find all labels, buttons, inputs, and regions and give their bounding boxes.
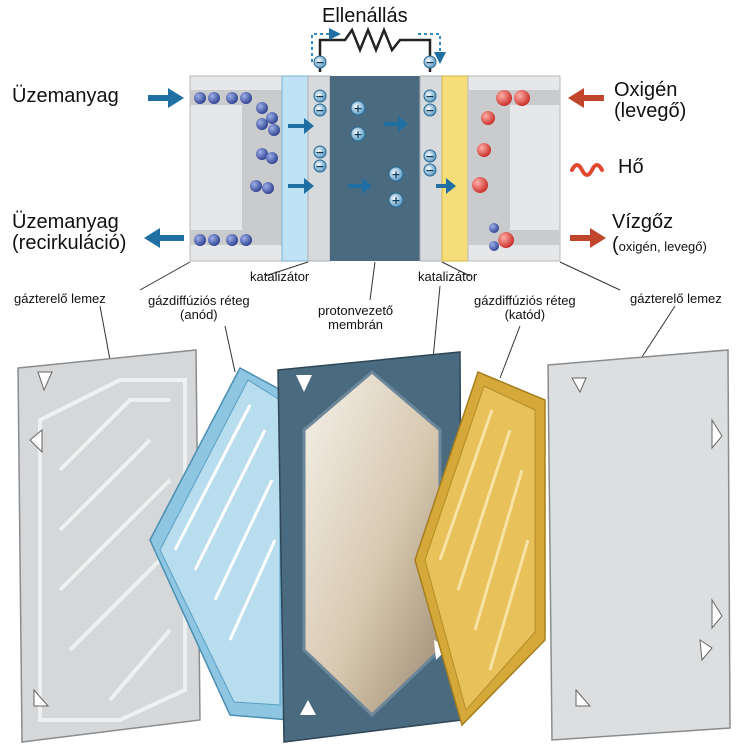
cathode-flow-channel: [468, 90, 560, 245]
heat-icon: [570, 163, 604, 177]
oxygen-label-line1: Oxigén: [614, 79, 678, 101]
vapor-label-paren: (: [612, 234, 619, 256]
gdl-anode-illustration: [149, 366, 291, 721]
oxygen-label: Oxigén (levegő): [614, 80, 686, 122]
electron-symbol: −: [315, 104, 324, 117]
proton-symbol: +: [353, 128, 362, 141]
fuel-recirc-arrow: [144, 228, 184, 248]
gdl-anode-label-line1: gázdiffúziós réteg: [148, 293, 250, 308]
electron-symbol: −: [315, 160, 324, 173]
membrane-label-line1: protonvezető: [318, 303, 394, 318]
electron-symbol: −: [425, 150, 434, 163]
membrane-illustration: [277, 351, 463, 743]
proton-symbol: +: [391, 168, 400, 181]
heat-label: Hő: [618, 156, 644, 178]
fuel-recirc-label: Üzemanyag (recirkuláció): [12, 212, 126, 254]
electron-symbol: −: [425, 90, 434, 103]
membrane-label: protonvezető membrán: [318, 304, 393, 331]
flow-plate-right-illustration: [547, 349, 731, 741]
gdl-cathode-label-line1: gázdiffúziós réteg: [474, 293, 576, 308]
proton-symbol: +: [353, 102, 362, 115]
electron-symbol: −: [315, 146, 324, 159]
vapor-label-line2: oxigén, levegő): [618, 239, 707, 254]
fuel-molecules: [194, 92, 280, 246]
gdl-anode-label: gázdiffúziós réteg (anód): [148, 294, 250, 321]
leader-lines: [99, 261, 676, 391]
gdl-cathode-label-line2: (katód): [504, 306, 546, 322]
electron-symbol: −: [315, 56, 324, 69]
oxygen-in-arrow: [568, 88, 604, 108]
gdl-anode-label-line2: (anód): [180, 306, 218, 322]
fuel-in-arrow: [148, 88, 184, 108]
proton-symbol: +: [391, 194, 400, 207]
fuel-recirc-label-line1: Üzemanyag: [12, 211, 119, 233]
electron-flow-right: [418, 33, 446, 64]
membrane-label-line2: membrán: [328, 316, 384, 332]
vapor-out-arrow: [570, 228, 606, 248]
gdl-cathode-illustration: [414, 370, 546, 727]
vapor-label-line1: Vízgőz: [612, 211, 674, 233]
electron-symbol: −: [425, 56, 434, 69]
ion-flow-arrows: [288, 116, 456, 194]
electron-symbol: −: [425, 164, 434, 177]
membrane-layer: [330, 76, 420, 261]
fuel-in-label: Üzemanyag: [12, 85, 119, 107]
protons: [350, 100, 404, 208]
gdl-cathode-label: gázdiffúziós réteg (katód): [474, 294, 576, 321]
electrons-anode: [313, 55, 327, 173]
electrons-cathode: [423, 55, 437, 177]
catalyst-left-label: katalizátor: [250, 269, 310, 284]
flow-plate-left-label: gázterelő lemez: [14, 291, 106, 306]
oxygen-label-line2: (levegő): [614, 100, 687, 122]
anode-gdl-layer: [281, 75, 309, 262]
catalyst-right-label: katalizátor: [418, 269, 478, 284]
resistance-label: Ellenállás: [322, 5, 408, 27]
oxygen-molecules: [472, 90, 530, 251]
electron-symbol: −: [315, 90, 324, 103]
fuel-recirc-label-line2: (recirkuláció): [12, 232, 127, 254]
cathode-gdl-layer: [441, 75, 469, 262]
vapor-label: Vízgőz (oxigén, levegő): [612, 212, 707, 256]
flow-plate-right-label: gázterelő lemez: [630, 291, 722, 306]
flow-plate-left-illustration: [17, 349, 201, 743]
circuit-wire: [318, 26, 432, 72]
cell-cross-section: − − − − − − − − − − + + + +: [144, 26, 606, 262]
electron-flow-left: [311, 28, 341, 62]
electron-symbol: −: [425, 104, 434, 117]
